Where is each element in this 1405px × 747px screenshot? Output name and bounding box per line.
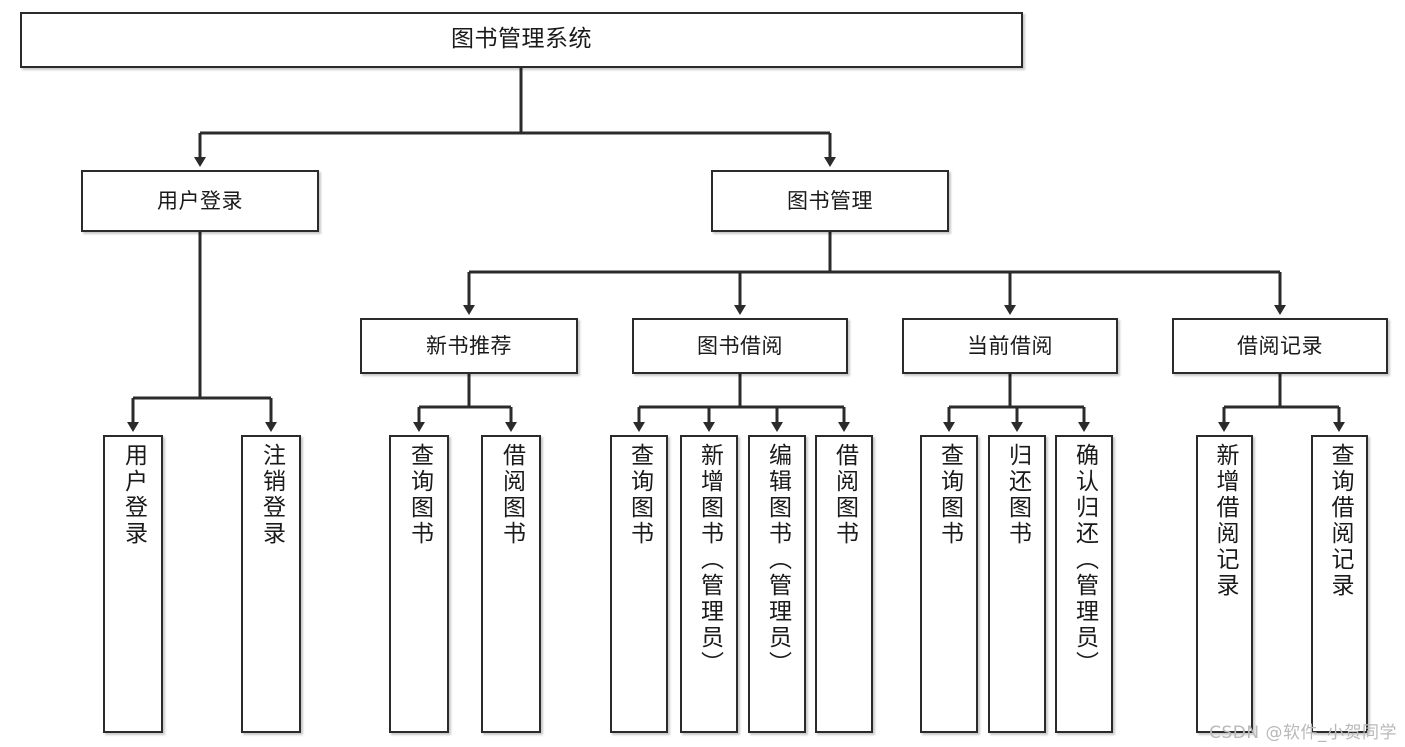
node-leaf-current-borrow-return[interactable]: 归还图书 xyxy=(988,435,1046,733)
node-leaf-book-borrow-edit[interactable]: 编辑图书（管理员） xyxy=(748,435,806,733)
node-leaf-current-borrow-query-label: 查询图书 xyxy=(936,443,963,547)
node-borrow-record[interactable]: 借阅记录 xyxy=(1172,318,1388,374)
node-book-manage[interactable]: 图书管理 xyxy=(711,170,949,232)
node-leaf-new-book-query[interactable]: 查询图书 xyxy=(389,435,449,733)
node-leaf-borrow-record-query[interactable]: 查询借阅记录 xyxy=(1311,435,1368,733)
node-leaf-book-borrow-query-label: 查询图书 xyxy=(626,443,653,547)
node-user-login-label: 用户登录 xyxy=(157,188,243,213)
node-leaf-borrow-record-add[interactable]: 新增借阅记录 xyxy=(1196,435,1253,733)
node-leaf-new-book-borrow-label: 借阅图书 xyxy=(498,443,525,547)
node-leaf-book-borrow-add-label: 新增图书（管理员） xyxy=(696,443,723,677)
node-leaf-book-borrow-edit-label: 编辑图书（管理员） xyxy=(764,443,791,677)
node-leaf-user-login-login[interactable]: 用户登录 xyxy=(103,435,163,733)
node-borrow-record-label: 借阅记录 xyxy=(1237,333,1323,358)
node-current-borrow[interactable]: 当前借阅 xyxy=(902,318,1118,374)
node-book-manage-label: 图书管理 xyxy=(787,188,873,213)
node-root-label: 图书管理系统 xyxy=(451,26,592,53)
node-book-borrow-label: 图书借阅 xyxy=(697,333,783,358)
watermark: CSDN @软件_小贺同学 xyxy=(1209,723,1397,743)
node-leaf-user-login-login-label: 用户登录 xyxy=(120,443,147,547)
node-current-borrow-label: 当前借阅 xyxy=(967,333,1053,358)
node-book-borrow[interactable]: 图书借阅 xyxy=(632,318,848,374)
node-leaf-book-borrow-borrow[interactable]: 借阅图书 xyxy=(815,435,873,733)
node-leaf-borrow-record-query-label: 查询借阅记录 xyxy=(1327,443,1353,599)
node-leaf-borrow-record-add-label: 新增借阅记录 xyxy=(1212,443,1238,599)
node-leaf-current-borrow-confirm-label: 确认归还（管理员） xyxy=(1071,443,1098,677)
node-user-login[interactable]: 用户登录 xyxy=(81,170,319,232)
node-leaf-user-login-logout-label: 注销登录 xyxy=(258,443,285,547)
node-leaf-current-borrow-query[interactable]: 查询图书 xyxy=(920,435,978,733)
node-leaf-new-book-borrow[interactable]: 借阅图书 xyxy=(481,435,541,733)
node-leaf-current-borrow-confirm[interactable]: 确认归还（管理员） xyxy=(1055,435,1113,733)
node-leaf-book-borrow-add[interactable]: 新增图书（管理员） xyxy=(680,435,738,733)
node-leaf-book-borrow-query[interactable]: 查询图书 xyxy=(610,435,668,733)
node-leaf-current-borrow-return-label: 归还图书 xyxy=(1004,443,1031,547)
node-new-book[interactable]: 新书推荐 xyxy=(360,318,578,374)
node-new-book-label: 新书推荐 xyxy=(426,333,512,358)
node-leaf-new-book-query-label: 查询图书 xyxy=(406,443,433,547)
node-leaf-book-borrow-borrow-label: 借阅图书 xyxy=(831,443,858,547)
node-leaf-user-login-logout[interactable]: 注销登录 xyxy=(241,435,301,733)
node-root[interactable]: 图书管理系统 xyxy=(20,12,1023,68)
